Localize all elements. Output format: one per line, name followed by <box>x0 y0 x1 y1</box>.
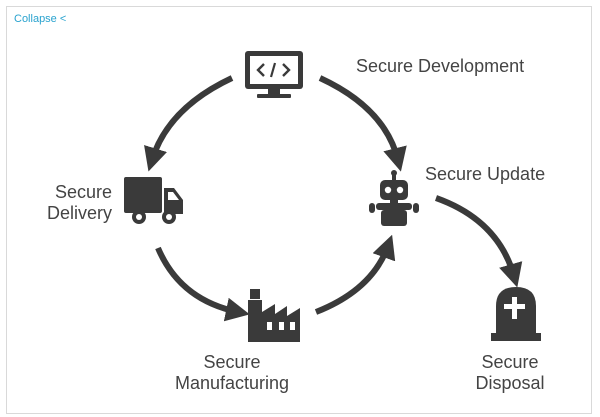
stage-label-delivery: Secure Delivery <box>24 182 112 224</box>
stage-label-disposal: Secure Disposal <box>460 352 560 394</box>
arrow-update-to-disposal <box>434 195 523 288</box>
arrow-development-to-update <box>318 75 407 172</box>
factory-icon <box>248 289 300 342</box>
stage-label-manufacturing-line2: Manufacturing <box>174 373 290 393</box>
stage-label-update: Secure Update <box>425 164 546 184</box>
robot-icon <box>369 170 419 226</box>
stage-label-disposal-line1: Secure <box>481 352 539 372</box>
stage-label-manufacturing-line1: Secure <box>203 352 261 372</box>
computer-code-icon <box>245 51 303 98</box>
tombstone-icon <box>491 287 541 341</box>
stage-label-delivery-line1: Secure <box>54 182 112 202</box>
stage-label-delivery-line2: Delivery <box>46 203 112 223</box>
arrow-manufacturing-to-update <box>314 234 396 315</box>
collapse-link[interactable]: Collapse < <box>14 13 67 25</box>
arrow-development-to-delivery <box>144 75 234 172</box>
arrow-delivery-to-manufacturing <box>155 246 250 322</box>
delivery-truck-icon <box>124 177 183 224</box>
stage-label-disposal-line2: Disposal <box>475 373 545 393</box>
stage-label-manufacturing: Secure Manufacturing <box>152 352 312 394</box>
stage-label-development: Secure Development <box>356 56 525 76</box>
